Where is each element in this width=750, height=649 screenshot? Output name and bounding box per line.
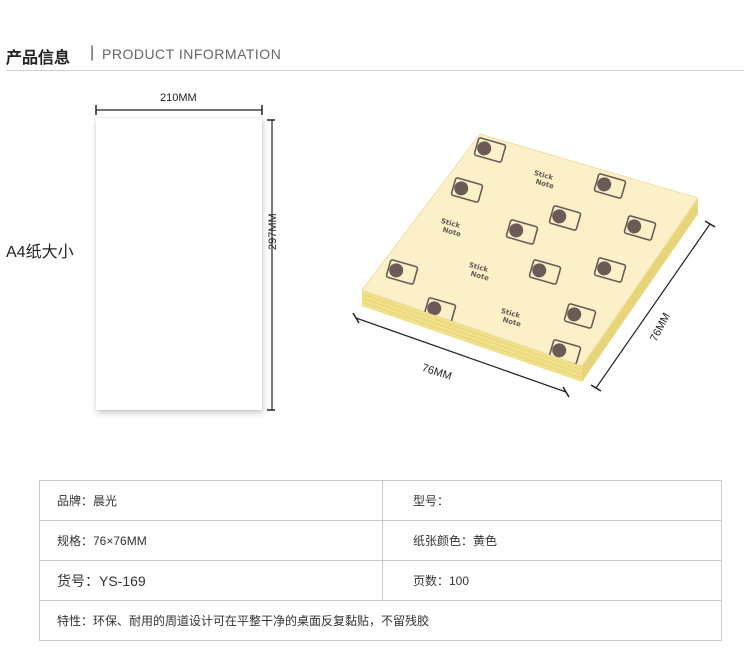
item-number-cell: 货号：YS-169 <box>39 560 383 601</box>
section-header: 产品信息 | PRODUCT INFORMATION <box>6 40 744 71</box>
product-spec-table: 品牌：晨光 型号： 规格：76×76MM 纸张颜色：黄色 货号：YS-169 页… <box>39 480 722 641</box>
table-row: 品牌：晨光 型号： <box>39 480 722 521</box>
a4-height-label: 297MM <box>267 213 279 250</box>
a4-dimension-lines <box>95 105 275 411</box>
paper-color-cell: 纸张颜色：黄色 <box>382 520 722 561</box>
size-cell: 规格：76×76MM <box>39 520 383 561</box>
section-subtitle: PRODUCT INFORMATION <box>102 46 282 62</box>
a4-width-label: 210MM <box>160 92 197 104</box>
feature-cell: 特性：环保、耐用的周道设计可在平整干净的桌面反复黏贴，不留残胶 <box>39 600 722 641</box>
table-row: 规格：76×76MM 纸张颜色：黄色 <box>39 520 722 561</box>
table-row: 货号：YS-169 页数：100 <box>39 560 722 601</box>
section-title: 产品信息 <box>6 50 71 67</box>
table-row: 特性：环保、耐用的周道设计可在平整干净的桌面反复黏贴，不留残胶 <box>39 600 722 641</box>
a4-size-label: A4纸大小 <box>6 244 74 261</box>
a4-paper-sheet <box>96 118 262 410</box>
title-separator: | <box>90 44 95 61</box>
page-count-cell: 页数：100 <box>382 560 722 601</box>
brand-cell: 品牌：晨光 <box>39 480 383 521</box>
model-cell: 型号： <box>382 480 722 521</box>
